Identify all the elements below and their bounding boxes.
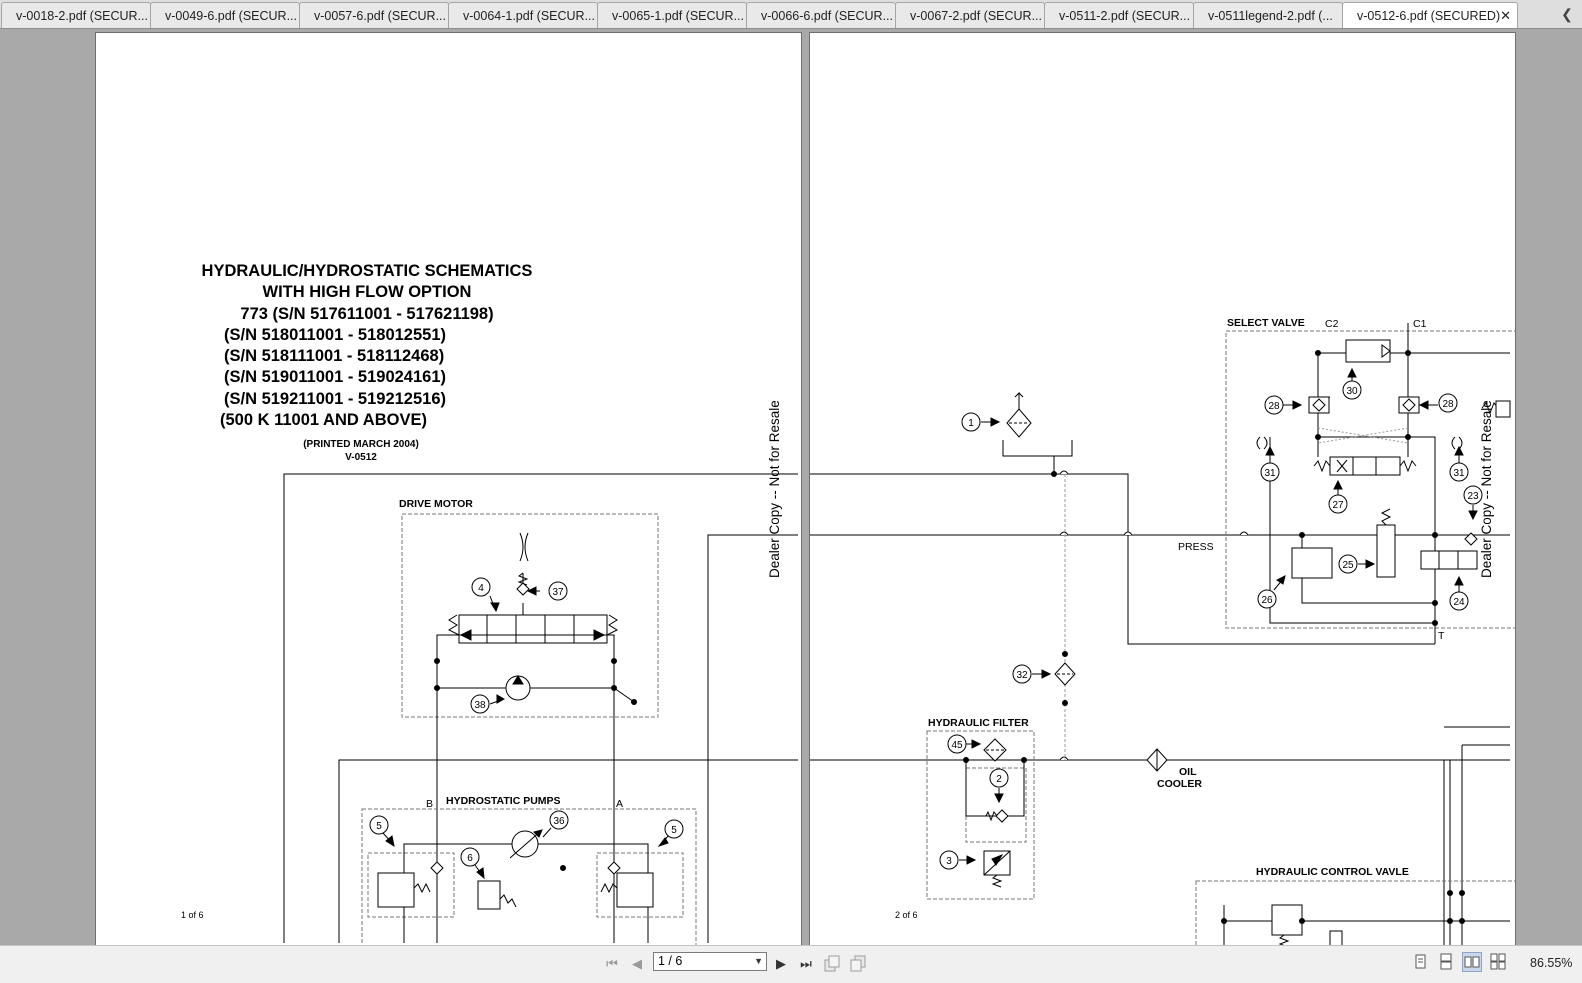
printed-label: (PRINTED MARCH 2004) — [303, 439, 419, 450]
page1-schematic — [283, 473, 798, 945]
tab-label: v-0067-2.pdf (SECUR... — [910, 9, 1042, 23]
tab-label: v-0511legend-2.pdf (... — [1208, 9, 1333, 23]
document-tab[interactable]: v-0064-1.pdf (SECUR... — [448, 2, 598, 28]
pdf-page-2: SELECT VALVE C2 C1 PRESS T HYDRAULIC FIL… — [809, 32, 1516, 945]
pdf-page-1: HYDRAULIC/HYDROSTATIC SCHEMATICS WITH HI… — [95, 32, 802, 945]
hydrostatic-pumps-label: HYDROSTATIC PUMPS — [446, 795, 561, 807]
port-c2-label: C2 — [1325, 318, 1339, 330]
serial-line: (S/N 518111001 - 518112468) — [224, 347, 445, 366]
port-t-label: T — [1438, 630, 1445, 642]
watermark-text: Dealer Copy -- Not for Resale — [1479, 400, 1494, 578]
chevron-down-icon[interactable]: ▼ — [754, 956, 763, 966]
cooler-label: COOLER — [1157, 778, 1202, 790]
single-page-view-icon[interactable] — [1410, 952, 1430, 972]
page2-schematic — [810, 323, 1515, 945]
tab-label: v-0057-6.pdf (SECUR... — [314, 9, 446, 23]
port-c1-label: C1 — [1413, 318, 1427, 330]
zoom-level[interactable]: 86.55% — [1530, 956, 1573, 970]
document-tab[interactable]: v-0511-2.pdf (SECUR... — [1044, 2, 1194, 28]
document-tab-active[interactable]: v-0512-6.pdf (SECURED) ✕ — [1342, 2, 1518, 28]
schematic-title: HYDRAULIC/HYDROSTATIC SCHEMATICS WITH HI… — [186, 261, 548, 431]
watermark-text: Dealer Copy -- Not for Resale — [767, 400, 782, 578]
document-tab[interactable]: v-0057-6.pdf (SECUR... — [299, 2, 449, 28]
page-number-label: 2 of 6 — [895, 910, 918, 920]
tab-label: v-0018-2.pdf (SECUR... — [16, 9, 148, 23]
document-tab[interactable]: v-0049-6.pdf (SECUR... — [150, 2, 300, 28]
title-line: WITH HIGH FLOW OPTION — [262, 283, 472, 302]
continuous-view-icon[interactable] — [1436, 952, 1456, 972]
port-a-label: A — [616, 798, 624, 810]
serial-line: (500 K 11001 AND ABOVE) — [220, 411, 427, 430]
hydraulic-control-valve-label: HYDRAULIC CONTROL VAVLE — [1256, 866, 1409, 878]
tab-label: v-0512-6.pdf (SECURED) — [1357, 9, 1501, 23]
serial-line: (S/N 519011001 - 519024161) — [224, 368, 447, 387]
title-line: HYDRAULIC/HYDROSTATIC SCHEMATICS — [201, 262, 533, 280]
title-line: 773 (S/N 517611001 - 517621198) — [240, 304, 494, 323]
facing-view-icon[interactable] — [1462, 952, 1482, 972]
serial-line: (S/N 518011001 - 518012551) — [224, 325, 447, 344]
oil-cooler-label: OIL COOLER — [1157, 766, 1202, 790]
oil-label: OIL — [1179, 766, 1197, 778]
document-tab[interactable]: v-0066-6.pdf (SECUR... — [746, 2, 896, 28]
close-tab-icon[interactable]: ✕ — [1500, 8, 1511, 23]
tab-scroll-left-icon[interactable]: ❮ — [1552, 0, 1582, 28]
tab-bar: v-0018-2.pdf (SECUR... v-0049-6.pdf (SEC… — [0, 0, 1582, 29]
page-number-value: 1 / 6 — [658, 954, 683, 968]
last-page-icon[interactable]: ⏭ — [800, 956, 812, 971]
tab-label: v-0049-6.pdf (SECUR... — [165, 9, 297, 23]
document-code: V-0512 — [345, 452, 377, 463]
bottom-toolbar: ⏮ ◀ 1 / 6 ▼ ▶ ⏭ 86.55% — [0, 945, 1582, 983]
document-tab[interactable]: v-0067-2.pdf (SECUR... — [895, 2, 1045, 28]
previous-page-icon[interactable]: ◀ — [632, 956, 642, 971]
port-b-label: B — [426, 798, 434, 810]
page-number-field[interactable]: 1 / 6 ▼ — [653, 952, 767, 971]
document-tab[interactable]: v-0511legend-2.pdf (... — [1193, 2, 1343, 28]
document-tab[interactable]: v-0065-1.pdf (SECUR... — [597, 2, 747, 28]
printed-date: (PRINTED MARCH 2004) V-0512 — [281, 438, 441, 464]
tab-label: v-0066-6.pdf (SECUR... — [761, 9, 893, 23]
copy-page-icon[interactable] — [822, 954, 842, 974]
drive-motor-label: DRIVE MOTOR — [399, 498, 473, 510]
document-viewport[interactable]: HYDRAULIC/HYDROSTATIC SCHEMATICS WITH HI… — [0, 29, 1582, 945]
select-valve-label: SELECT VALVE — [1227, 317, 1305, 329]
press-label: PRESS — [1178, 541, 1214, 553]
tab-label: v-0065-1.pdf (SECUR... — [612, 9, 744, 23]
continuous-facing-view-icon[interactable] — [1488, 952, 1508, 972]
document-tab[interactable]: v-0018-2.pdf (SECUR... — [1, 2, 151, 28]
tab-label: v-0064-1.pdf (SECUR... — [463, 9, 595, 23]
next-page-icon[interactable]: ▶ — [776, 956, 786, 971]
serial-line: (S/N 519211001 - 519212516) — [224, 389, 447, 408]
hydraulic-filter-label: HYDRAULIC FILTER — [928, 717, 1029, 729]
paste-page-icon[interactable] — [848, 954, 868, 974]
tab-label: v-0511-2.pdf (SECUR... — [1059, 9, 1191, 23]
first-page-icon[interactable]: ⏮ — [606, 956, 618, 971]
page-number-label: 1 of 6 — [181, 910, 204, 920]
